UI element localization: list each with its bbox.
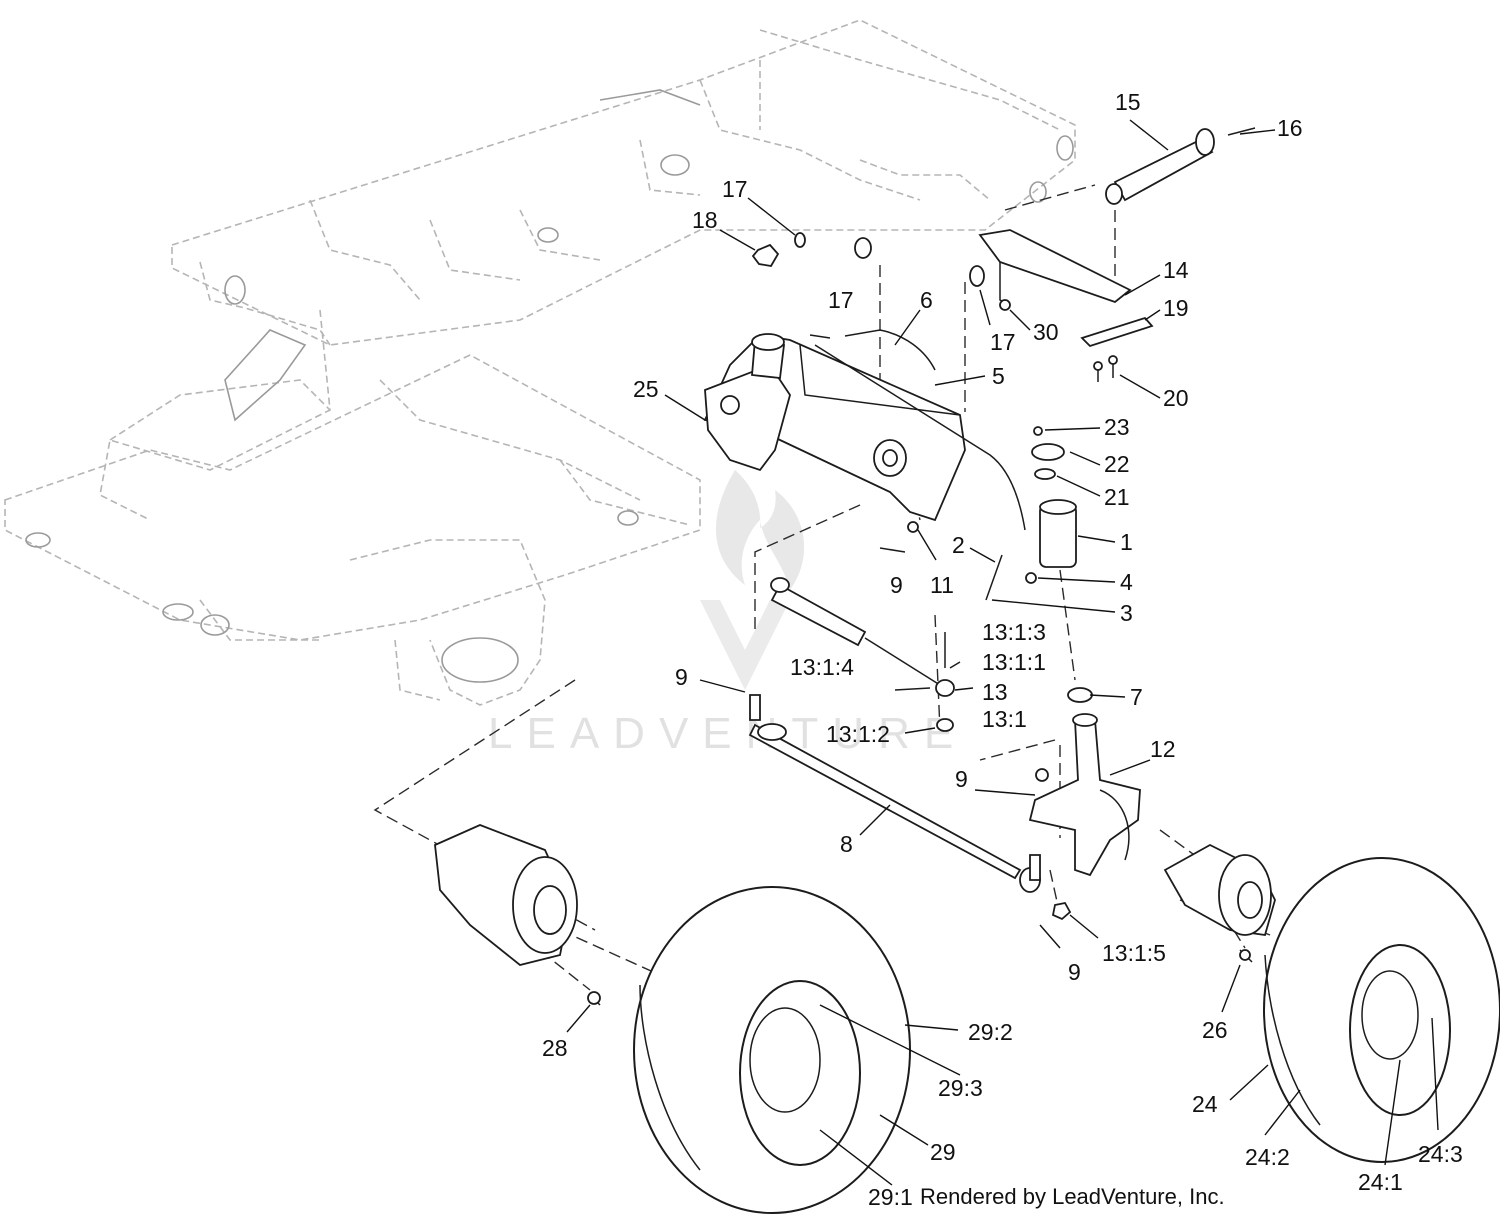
callout-23: 23 — [1104, 414, 1130, 440]
callout-24: 24 — [1192, 1091, 1218, 1117]
callout-21: 21 — [1104, 484, 1130, 510]
left-tire-29 — [633, 886, 911, 1214]
callout-4: 4 — [1120, 569, 1133, 595]
watermark: LEADVENTURE — [488, 470, 967, 758]
callout-3: 3 — [1120, 600, 1133, 626]
callout-29-2: 29:2 — [968, 1019, 1013, 1045]
callout-12: 12 — [1150, 736, 1176, 762]
callout-16: 16 — [1277, 115, 1303, 141]
callout-25: 25 — [633, 376, 659, 402]
callout-29-1: 29:1 — [868, 1184, 913, 1210]
callout-14: 14 — [1163, 257, 1189, 283]
callout-9: 9 — [1068, 959, 1081, 985]
callout-19: 19 — [1163, 295, 1189, 321]
credit-text: Rendered by LeadVenture, Inc. — [920, 1184, 1225, 1209]
callout-15: 15 — [1115, 89, 1141, 115]
callout-9: 9 — [955, 766, 968, 792]
callout-29: 29 — [930, 1139, 956, 1165]
callout-13-1-3: 13:1:3 — [982, 619, 1046, 645]
callout-29-3: 29:3 — [938, 1075, 983, 1101]
callout-1: 1 — [1120, 529, 1133, 555]
callout-5: 5 — [992, 363, 1005, 389]
callout-6: 6 — [920, 287, 933, 313]
callout-labels: 15 16 17 18 17 14 19 17 30 6 5 20 25 23 … — [542, 89, 1463, 1210]
callout-24-1: 24:1 — [1358, 1169, 1403, 1195]
callout-18: 18 — [692, 207, 718, 233]
watermark-text: LEADVENTURE — [488, 709, 967, 758]
callout-20: 20 — [1163, 385, 1189, 411]
callout-24-2: 24:2 — [1245, 1144, 1290, 1170]
leader-lines — [566, 119, 1439, 1186]
callout-9: 9 — [890, 572, 903, 598]
callout-8: 8 — [840, 831, 853, 857]
callout-13-1-4: 13:1:4 — [790, 654, 854, 680]
callout-13-1-1: 13:1:1 — [982, 649, 1046, 675]
callout-26: 26 — [1202, 1017, 1228, 1043]
callout-13: 13 — [982, 679, 1008, 705]
callout-17: 17 — [828, 287, 854, 313]
callout-13-1-2: 13:1:2 — [826, 721, 890, 747]
callout-28: 28 — [542, 1035, 568, 1061]
callout-30: 30 — [1033, 319, 1059, 345]
callout-17: 17 — [990, 329, 1016, 355]
callout-13-1-5: 13:1:5 — [1102, 940, 1166, 966]
callout-7: 7 — [1130, 684, 1143, 710]
frame-chassis — [4, 19, 1076, 706]
callout-13-1: 13:1 — [982, 706, 1027, 732]
callout-9: 9 — [675, 664, 688, 690]
callout-24-3: 24:3 — [1418, 1141, 1463, 1167]
right-tire-24 — [1263, 857, 1500, 1163]
callout-2: 2 — [952, 532, 965, 558]
callout-22: 22 — [1104, 451, 1130, 477]
callout-11: 11 — [930, 572, 954, 598]
axle-assembly — [434, 127, 1276, 1006]
callout-17: 17 — [722, 176, 748, 202]
